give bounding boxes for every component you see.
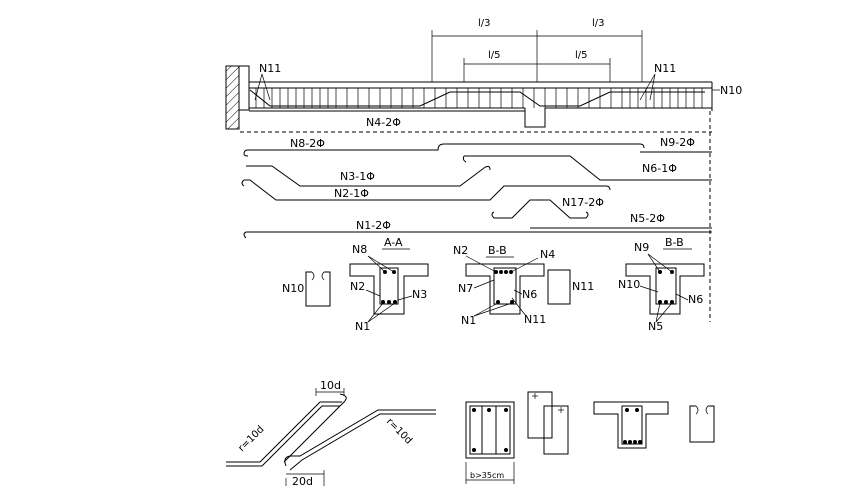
bb1-n7: N7 <box>458 282 473 295</box>
aa-n8: N8 <box>352 243 367 256</box>
bb2-n6: N6 <box>688 293 703 306</box>
rebar-n8-label: N8-2Φ <box>290 137 325 150</box>
dim-10d: 10d <box>320 379 341 392</box>
len-left: r=10d <box>236 424 266 454</box>
label-n10: N10 <box>720 84 742 97</box>
bb1-n4: N4 <box>540 248 555 261</box>
beam-end-block <box>238 65 250 111</box>
label-n11-left: N11 <box>259 62 281 75</box>
beam-elevation: l/3 l/3 l/5 l/5 N11 N11 N10 <box>225 18 742 322</box>
section-n10-stirrup: N10 <box>282 271 331 307</box>
rebar-n6-label: N6-1Φ <box>642 162 677 175</box>
section-bb1-title: B-B <box>488 244 507 257</box>
bent-bar-detail: 10d 20d r=10d r=10d <box>226 379 436 488</box>
rebar-n17-label: N17-2Φ <box>562 196 604 209</box>
bb2-n10: N10 <box>618 278 640 291</box>
section-bb-right: B-B N9 N10 N6 N5 <box>618 236 705 333</box>
section-aa: A-A N8 N2 N3 N1 <box>349 236 429 333</box>
dim-20d: 20d <box>292 475 313 488</box>
aa-n1: N1 <box>355 320 370 333</box>
stirrups <box>255 88 703 108</box>
bb2-n5: N5 <box>648 320 663 333</box>
bb1-n11: N11 <box>524 313 546 326</box>
dim-third-right: l/3 <box>592 18 605 29</box>
dim-fifth-left: l/5 <box>488 50 501 61</box>
rebar-n9-label: N9-2Φ <box>660 136 695 149</box>
label-n11-right: N11 <box>654 62 676 75</box>
section-aa-title: A-A <box>384 236 403 249</box>
overlapping-stirrups-detail <box>527 391 569 455</box>
rebar-n2-label: N2-1Φ <box>334 187 369 200</box>
bb1-n6: N6 <box>522 288 537 301</box>
section-bb-left: B-B N2 N4 N7 N6 N1 N11 <box>453 244 555 327</box>
column-section-detail: b>35cm <box>465 401 515 484</box>
rebar-n5-label: N5-2Φ <box>630 212 665 225</box>
open-stirrup-detail <box>689 405 715 443</box>
aa-n3: N3 <box>412 288 427 301</box>
wall-support <box>225 65 240 130</box>
width-note: b>35cm <box>470 471 504 480</box>
dimension-lines <box>431 30 643 82</box>
section-n11-label: N11 <box>572 280 594 293</box>
bb1-n2: N2 <box>453 244 468 257</box>
len-right: r=10d <box>384 416 414 446</box>
t-section-detail <box>593 401 669 449</box>
rebar-n3-label: N3-1Φ <box>340 170 375 183</box>
dim-fifth-right: l/5 <box>575 50 588 61</box>
rebar-n1-label: N1-2Φ <box>356 219 391 232</box>
section-n10-label: N10 <box>282 282 304 295</box>
dim-third-left: l/3 <box>478 18 491 29</box>
section-n11-stirrup: N11 <box>547 269 594 305</box>
rebar-schedule: N4-2Φ N8-2Φ N9-2Φ N6-1Φ N3-1Φ N2-1Φ N17-… <box>241 116 712 239</box>
bb1-n1: N1 <box>461 314 476 327</box>
section-bb2-title: B-B <box>665 236 684 249</box>
aa-n2: N2 <box>350 280 365 293</box>
rebar-n4-label: N4-2Φ <box>366 116 401 129</box>
bb2-n9: N9 <box>634 241 649 254</box>
